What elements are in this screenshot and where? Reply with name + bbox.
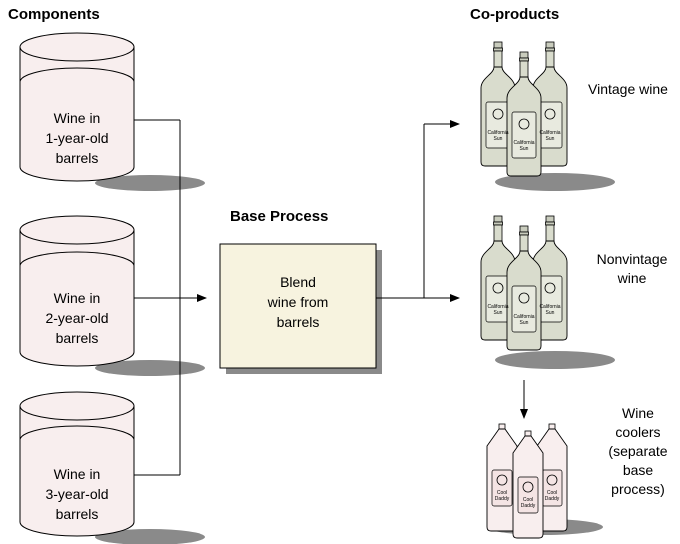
barrel-shadow xyxy=(95,529,205,544)
bottle-brand-text: California xyxy=(513,314,534,320)
barrel-shadow xyxy=(95,175,205,191)
base-process-heading: Base Process xyxy=(230,208,329,225)
bottle-brand-text: Sun xyxy=(494,310,503,316)
barrel-label-line: Wine in xyxy=(53,466,101,482)
bottle-brand-text: California xyxy=(539,304,560,310)
bottle-shadow xyxy=(495,351,615,369)
bottle-brand-text: Sun xyxy=(520,320,529,326)
process-box xyxy=(219,243,377,369)
barrel-label-line: barrels xyxy=(55,330,99,346)
barrel-3-year xyxy=(19,391,135,537)
bottle-brand-text: Cool xyxy=(523,497,533,503)
barrel-label-line: Wine in xyxy=(53,110,101,126)
vintage-bottle-labels: California Sun California Sun California… xyxy=(487,130,560,152)
process-box-label: Blend wine from barrels xyxy=(220,272,376,332)
wine-cooler-bottles xyxy=(486,423,568,539)
barrel-label-line: barrels xyxy=(55,150,99,166)
bottle-brand-text: Sun xyxy=(546,310,555,316)
barrel-connectors xyxy=(134,119,207,476)
bottle-brand-text: Daddy xyxy=(495,496,510,502)
bottle-brand-text: California xyxy=(539,130,560,136)
coproduct-label-line: Wine xyxy=(622,405,654,421)
bottle-brand-text: Daddy xyxy=(521,503,536,509)
coproduct-label-line: process) xyxy=(611,481,665,497)
coproduct-label-line: wine xyxy=(617,270,647,286)
bottle-brand-text: Daddy xyxy=(545,496,560,502)
bottle-brand-text: Sun xyxy=(494,136,503,142)
barrel-label-line: 1-year-old xyxy=(45,130,109,146)
coproduct-label-line: Nonvintage xyxy=(596,251,668,267)
components-heading: Components xyxy=(8,6,100,23)
barrel-label-line: Wine in xyxy=(53,290,101,306)
output-connectors xyxy=(376,120,528,419)
bottle-shadow xyxy=(495,173,615,191)
coproducts-heading: Co-products xyxy=(470,6,560,23)
bottle-brand-text: California xyxy=(487,130,508,136)
barrel-shadow xyxy=(95,360,205,376)
coproduct-label-line: (separate xyxy=(608,443,668,459)
process-label-line: wine from xyxy=(267,294,329,310)
barrel-1-label: Wine in 1-year-old barrels xyxy=(20,108,134,168)
bottle-brand-text: Cool xyxy=(497,490,507,496)
barrel-label-line: 2-year-old xyxy=(45,310,109,326)
bottle-brand-text: Sun xyxy=(546,136,555,142)
nonvintage-wine-label: Nonvintage wine xyxy=(592,250,672,288)
barrel-1-year xyxy=(19,32,135,182)
bottle-brand-text: Cool xyxy=(547,490,557,496)
barrel-2-year xyxy=(19,215,135,367)
wine-coolers-label: Wine coolers (separate base process) xyxy=(596,404,680,499)
nonvintage-wine-bottles xyxy=(480,215,568,351)
barrel-label-line: barrels xyxy=(55,506,99,522)
bottle-brand-text: Sun xyxy=(520,146,529,152)
process-label-line: barrels xyxy=(276,314,320,330)
coproduct-label-line: Vintage wine xyxy=(588,81,668,97)
nonvintage-bottle-labels: California Sun California Sun California… xyxy=(487,304,560,326)
coproduct-label-line: base xyxy=(622,462,654,478)
barrel-3-label: Wine in 3-year-old barrels xyxy=(20,464,134,524)
vintage-wine-label: Vintage wine xyxy=(588,80,668,99)
bottle-brand-text: California xyxy=(513,140,534,146)
barrel-label-line: 3-year-old xyxy=(45,486,109,502)
vintage-wine-bottles xyxy=(480,41,568,177)
bottle-brand-text: California xyxy=(487,304,508,310)
process-label-line: Blend xyxy=(280,274,316,290)
coproduct-label-line: coolers xyxy=(615,424,661,440)
cooler-bottle-labels: Cool Daddy Cool Daddy Cool Daddy xyxy=(495,490,560,509)
barrel-2-label: Wine in 2-year-old barrels xyxy=(20,288,134,348)
